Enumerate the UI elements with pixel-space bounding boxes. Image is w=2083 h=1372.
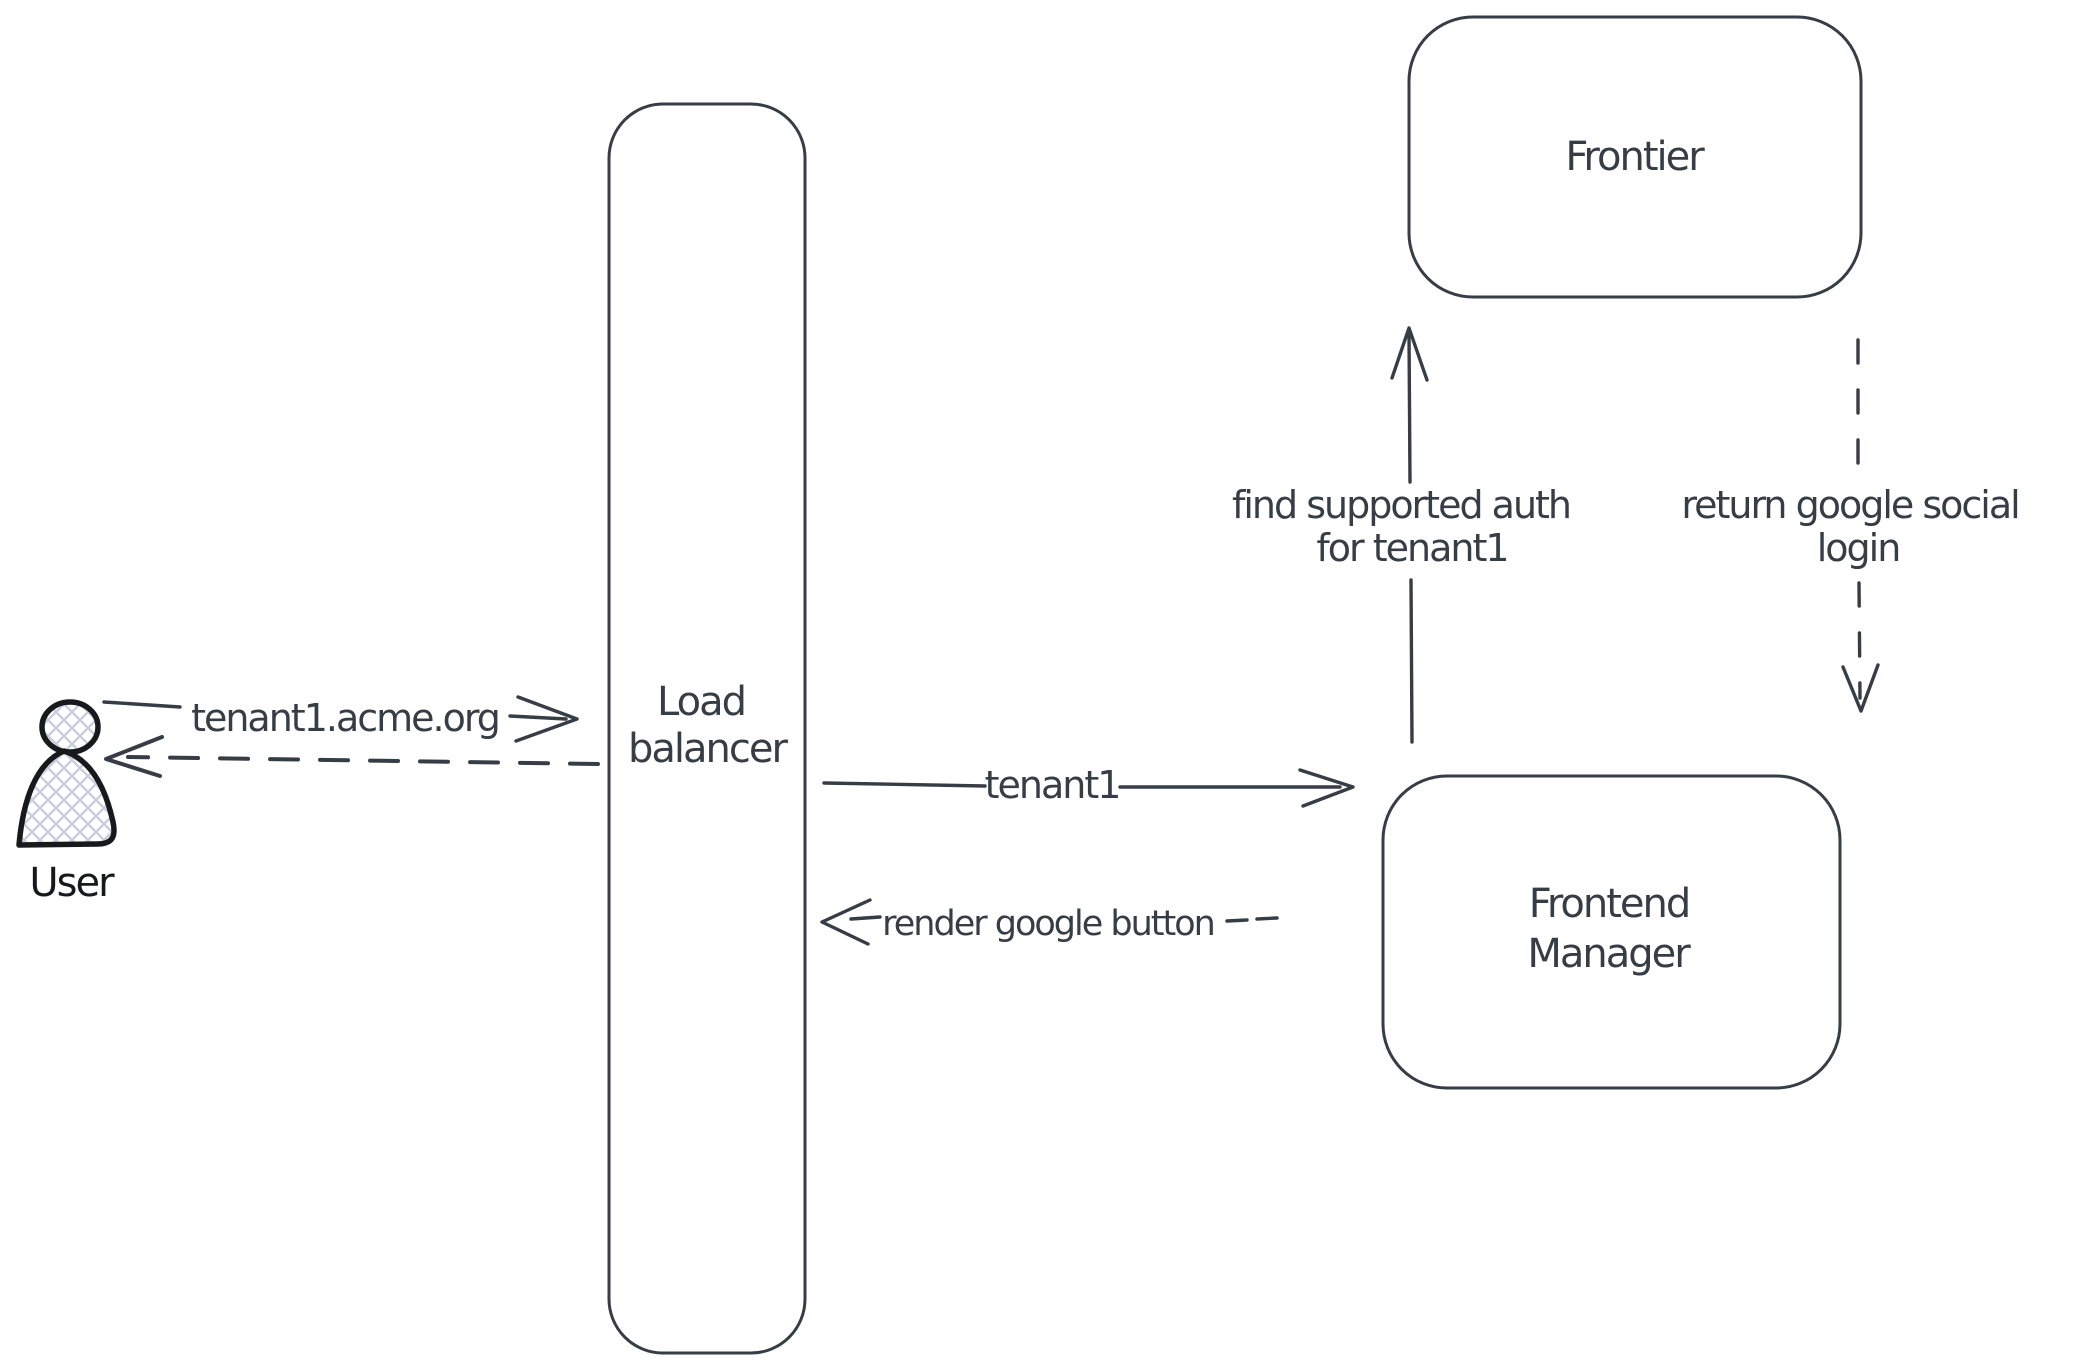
frontend-manager-box	[1381, 774, 1842, 1090]
user-actor-icon-head	[39, 699, 101, 755]
edge-dash-segment	[1255, 916, 1279, 921]
arrowhead-left-icon	[820, 898, 872, 946]
edge-line-segment	[102, 700, 182, 709]
arrowhead-left-icon	[104, 735, 164, 778]
edge-dash-segment	[1225, 918, 1249, 923]
edge-line-segment	[508, 714, 568, 721]
arrowhead-up-icon	[1390, 326, 1429, 382]
arrowhead-right-icon	[514, 695, 579, 743]
edge-line-segment	[822, 781, 987, 788]
load-balancer-label-line1: Load	[657, 679, 745, 725]
edge-label-render-google-button: render google button	[882, 904, 1214, 944]
frontier-box	[1407, 15, 1863, 299]
edge-frontier-to-frontend-manager: return google social login	[1681, 338, 2021, 713]
edge-dashed-line	[1857, 581, 1862, 700]
frontend-manager-node: Frontend Manager	[1381, 774, 1842, 1090]
user-actor: User	[16, 699, 117, 906]
edge-dashed-line	[126, 755, 600, 766]
user-label: User	[29, 860, 115, 906]
frontend-manager-label-line2: Manager	[1527, 931, 1691, 977]
arrowhead-down-icon	[1841, 663, 1880, 713]
edge-label-return-google-social-line2: login	[1817, 526, 1900, 570]
edge-label-tenant1: tenant1	[985, 763, 1120, 807]
edge-user-to-load-balancer: tenant1.acme.org	[102, 695, 579, 743]
edge-label-find-supported-auth-line1: find supported auth	[1232, 483, 1570, 527]
arrowhead-right-icon	[1298, 768, 1355, 808]
edge-line-segment	[1407, 330, 1412, 484]
edge-dash-segment	[849, 915, 882, 921]
edge-label-tenant1-acme-org: tenant1.acme.org	[191, 696, 499, 740]
edge-load-balancer-to-frontend-manager: tenant1	[822, 763, 1355, 808]
load-balancer-node: Load balancer	[607, 102, 807, 1355]
frontend-manager-label-line1: Frontend	[1529, 881, 1690, 927]
load-balancer-label-line2: balancer	[628, 726, 788, 772]
edge-load-balancer-to-user	[104, 735, 600, 778]
edge-label-find-supported-auth-line2: for tenant1	[1316, 526, 1507, 570]
edge-frontend-manager-to-frontier: find supported auth for tenant1	[1232, 326, 1572, 744]
frontier-node: Frontier	[1407, 15, 1863, 299]
load-balancer-box	[607, 102, 807, 1355]
frontier-label: Frontier	[1565, 134, 1705, 180]
edge-line-segment	[1409, 578, 1414, 744]
user-actor-icon-body	[16, 748, 117, 848]
edge-label-return-google-social-line1: return google social	[1681, 483, 2018, 527]
edge-frontend-manager-to-load-balancer: render google button	[820, 898, 1279, 946]
